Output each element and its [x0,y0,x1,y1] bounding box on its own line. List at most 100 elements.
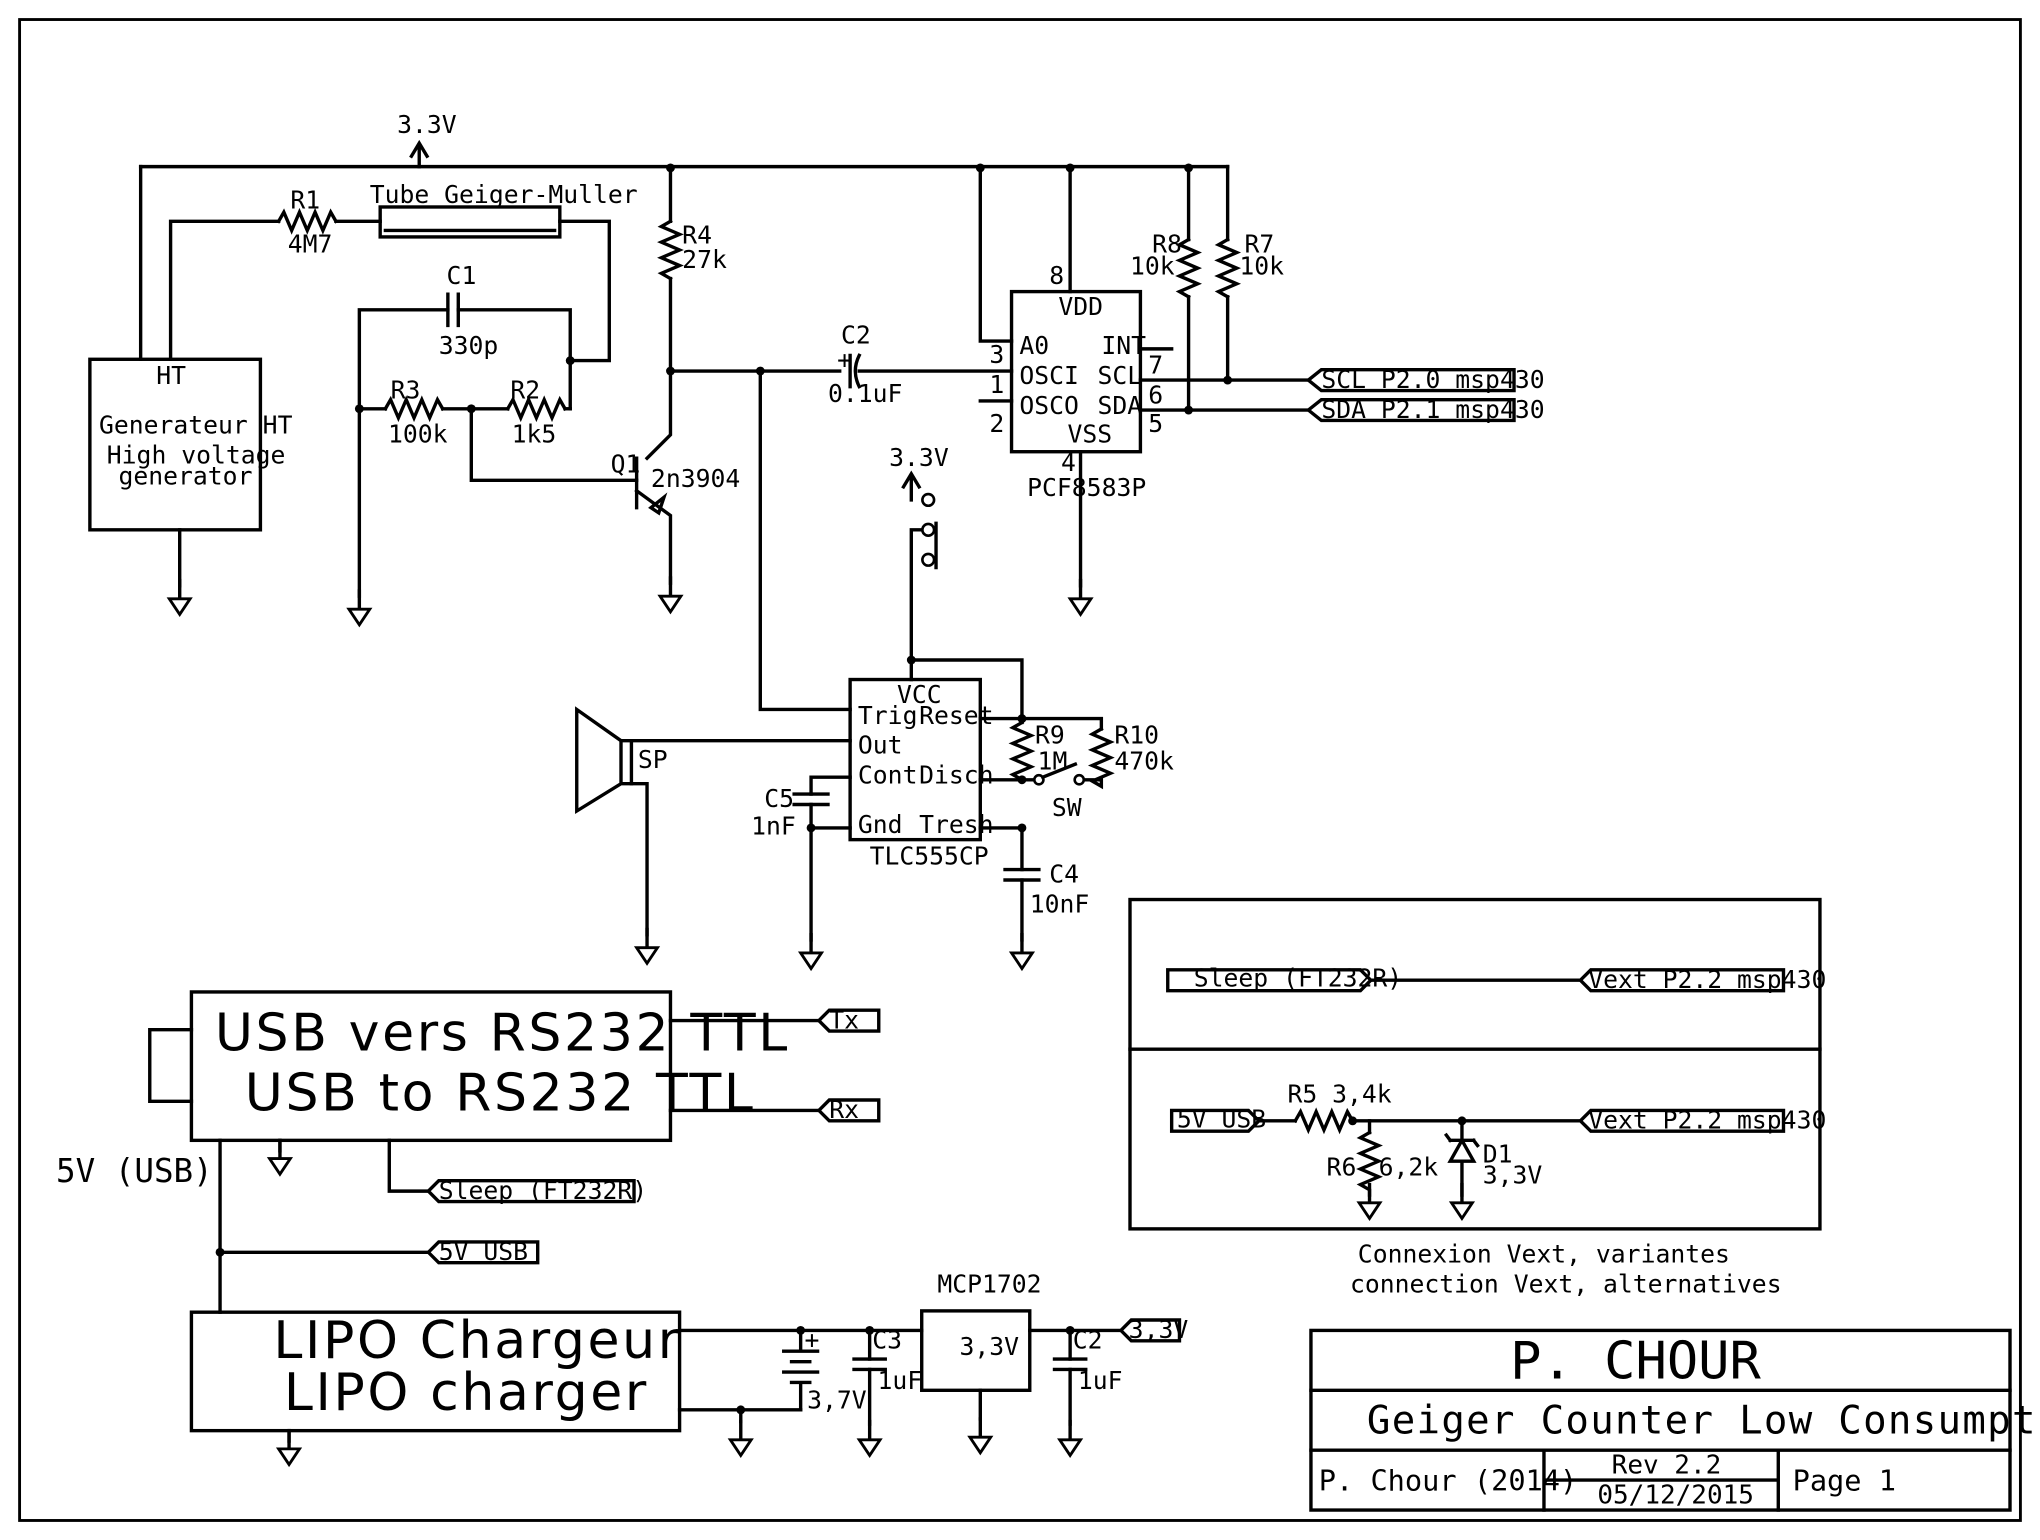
pcf-osci: OSCI [1019,361,1079,390]
r4-resistor [657,218,684,281]
v33out-flag [1118,1318,1182,1343]
d1-zener [1443,1132,1480,1197]
top-rail: 3.3V [138,110,1230,361]
c3-ref: C3 [872,1326,902,1355]
lipo-line2: LIPO charger [284,1363,649,1423]
r8-ref: R8 [1152,230,1182,259]
tlc-vcc: VCC [897,680,942,709]
tube-label: Tube Geiger-Muller [370,180,638,209]
r1-ref: R1 [290,185,320,214]
ht-title: HT [156,361,186,390]
usb-supply-label: 5V (USB) [56,1152,213,1190]
lipo-line1: LIPO Chargeur [273,1311,681,1371]
v5usb-label: 5V USB [439,1237,528,1266]
c1-ref: C1 [447,261,477,290]
pcf-pin3: 3 [989,340,1004,369]
ht-generator: HT Generateur HT High voltage generator [88,357,293,617]
q1-transistor [634,456,673,585]
tx-label: Tx [829,1005,859,1034]
sp-ref: SP [638,745,668,774]
r5-resistor [1293,1107,1355,1135]
pcf-pin4: 4 [1061,448,1076,477]
regulator-name: MCP1702 [937,1270,1041,1299]
tb-title: Geiger Counter Low Consumption [1367,1398,2040,1443]
v33out-label: 3,3V [1129,1315,1189,1344]
ht-line3: generator [119,461,253,490]
usb-line1: USB vers RS232 TTL [215,1004,790,1064]
vext2-flag [1578,1108,1786,1133]
vext1-label: Vext P2.2 msp430 [1588,965,1826,994]
v33-arrow-top [409,139,430,169]
pcf-vdd: VDD [1058,292,1103,321]
pcf-pin6: 6 [1148,381,1163,410]
pcf-osco: OSCO [1019,391,1079,420]
c2-value: 0.1uF [828,379,902,408]
sleep-label: Sleep (FT232R) [439,1176,647,1205]
vext2-label: Vext P2.2 msp430 [1588,1106,1826,1135]
battery-icon [782,1328,820,1412]
c4-value: 10nF [1030,890,1090,919]
c5-value: 1nF [751,811,796,840]
r2-resistor [505,395,568,423]
sw-ref: SW [1052,793,1082,822]
title-block: P. CHOUR Geiger Counter Low Consumption … [1309,1328,2040,1512]
tlc-tresh: Tresh [919,810,993,839]
pcf-scl: SCL [1097,361,1142,390]
tlc555: 3.3V VCC Trig Reset Out Cont Disch Gnd T… [575,443,1174,971]
vext-caption1: Connexion Vext, variantes [1358,1240,1730,1269]
c1-value: 330p [439,331,499,360]
sw-switch[interactable] [1040,761,1078,780]
sda-flag [1305,397,1516,423]
c3-value: 1uF [877,1366,922,1395]
vext-sleep-flag [1166,968,1374,993]
tlc-name: TLC555CP [870,841,989,870]
tlc-out: Out [858,731,903,760]
svg-text:+: + [805,1326,820,1355]
ht-line2: High voltage [107,440,286,469]
pcf-pin5: 5 [1148,409,1163,438]
scl-net-label: SCL P2.0 msp430 [1321,365,1544,394]
usb-line2: USB to RS232 TTL [245,1063,756,1123]
c2-capacitor [848,353,862,389]
speaker-icon [575,706,634,815]
d1-ref: D1 [1483,1139,1513,1168]
r7-resistor [1214,237,1242,300]
c2-ref: C2 [841,321,871,350]
r7-value: 10k [1239,252,1284,281]
r3-resistor [383,395,445,423]
q1-ref: Q1 [611,450,641,479]
rx-label: Rx [829,1095,859,1124]
tlc-disch: Disch [919,761,993,790]
r8-value: 10k [1130,252,1175,281]
pcf8583p: 8 VDD A0 OSCI OSCO INT SCL SDA VSS 3 1 2… [978,164,1545,617]
pcf-name: PCF8583P [1027,473,1146,502]
pcf-int: INT [1101,331,1146,360]
r6-resistor [1356,1130,1383,1197]
usb-module: USB vers RS232 TTL USB to RS232 TTL Tx R… [56,990,881,1314]
pcf-pin2: 2 [989,409,1004,438]
v33-label-top: 3.3V [397,110,457,139]
tlc-cont: Cont [858,761,918,790]
vext-alternatives: Sleep (FT232R) Vext P2.2 msp430 5V USB R… [1128,897,1826,1299]
tb-author: P. Chour (2014) [1319,1464,1578,1498]
r7-ref: R7 [1245,230,1275,259]
c2b-ref: C2 [1073,1326,1103,1355]
pcf-a0: A0 [1019,331,1049,360]
sleep-flag [425,1179,636,1204]
r2-value: 1k5 [512,420,557,449]
r1-value: 4M7 [288,230,333,259]
svg-text:+: + [837,345,852,374]
r4-ref: R4 [682,220,712,249]
r3-ref: R3 [391,375,421,404]
tb-page: Page 1 [1793,1464,1896,1498]
r6-ref: R6 [1327,1153,1357,1182]
rx-flag [816,1098,881,1123]
r3-value: 100k [388,420,448,449]
c4-ref: C4 [1049,860,1079,889]
tb-author-big: P. CHOUR [1510,1332,1761,1392]
tb-date: 05/12/2015 [1597,1481,1754,1511]
q1-value: 2n3904 [651,464,740,493]
tlc-reset: Reset [919,701,993,730]
tb-rev: Rev 2.2 [1612,1451,1722,1481]
